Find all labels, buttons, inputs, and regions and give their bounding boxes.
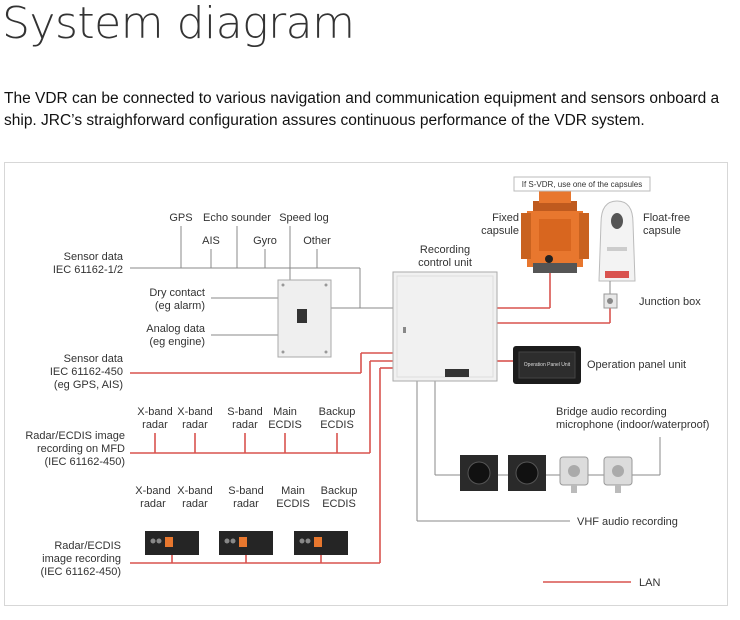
float-free-sub-label: capsule (643, 225, 681, 237)
sensor450-eg-label: (eg GPS, AIS) (54, 379, 123, 391)
operation-panel-unit: Operation Panel Unit (513, 346, 581, 384)
recording-unit-label: Recording (420, 244, 470, 256)
sensor-interface-unit (277, 279, 332, 358)
mfd-source-4-line2: ECDIS (268, 419, 302, 431)
rec-source-2-line2: radar (182, 498, 208, 510)
radar-rec-label: Radar/ECDIS (54, 540, 121, 552)
svdr-note: If S-VDR, use one of the capsules (522, 180, 643, 189)
mfd-source-1-line1: X-band (137, 406, 172, 418)
junction-box (603, 281, 618, 309)
mfd-source-2-line1: X-band (177, 406, 212, 418)
image-recorder-2 (219, 531, 273, 555)
rec-source-5-line2: ECDIS (322, 498, 356, 510)
speaker-box-1 (460, 455, 498, 491)
junction-box-label: Junction box (639, 296, 701, 308)
radar-mfd-label: Radar/ECDIS image (25, 430, 125, 442)
float-free-capsule (598, 200, 636, 282)
analog-data-label: Analog data (146, 323, 206, 335)
recording-control-unit (392, 271, 498, 382)
operation-panel-label: Operation panel unit (587, 359, 686, 371)
speaker-box-2 (508, 455, 546, 491)
dry-contact-label: Dry contact (149, 287, 205, 299)
rec-source-1-line2: radar (140, 498, 166, 510)
image-recorder-1 (145, 531, 199, 555)
mfd-source-4-line1: Main (273, 406, 297, 418)
mfd-source-5-line1: Backup (319, 406, 356, 418)
page-title: System diagram (2, 0, 355, 49)
bridge-audio-label: Bridge audio recording (556, 406, 667, 418)
microphone-indoor (559, 456, 589, 493)
dry-contact-sub-label: (eg alarm) (155, 300, 205, 312)
sensor450-iec-label: IEC 61162-450 (50, 366, 123, 378)
intro-paragraph: The VDR can be connected to various navi… (4, 90, 720, 129)
radar-rec-iec-label: (IEC 61162-450) (40, 566, 121, 578)
diagram-canvas: Operation Panel Unit If S-VDR, use one o… (25, 176, 709, 589)
fixed-capsule-label: Fixed (492, 212, 519, 224)
rec-source-4-line1: Main (281, 485, 305, 497)
gps-label: GPS (169, 212, 192, 224)
sensor-data-iec-label: IEC 61162-1/2 (53, 264, 123, 276)
sensor-data-label: Sensor data (64, 251, 124, 263)
mfd-source-3-line2: radar (232, 419, 258, 431)
microphone-waterproof (603, 456, 633, 493)
bridge-audio-sub-label: microphone (indoor/waterproof) (556, 419, 709, 431)
mfd-source-3-line1: S-band (227, 406, 262, 418)
recording-unit-sub-label: control unit (418, 257, 472, 269)
fixed-capsule-sub-label: capsule (481, 225, 519, 237)
rec-source-5-line1: Backup (321, 485, 358, 497)
analog-data-sub-label: (eg engine) (149, 336, 205, 348)
ais-label: AIS (202, 235, 220, 247)
radar-mfd-iec-label: (IEC 61162-450) (44, 456, 125, 468)
vhf-audio-label: VHF audio recording (577, 516, 678, 528)
rec-source-3-line2: radar (233, 498, 259, 510)
system-diagram: Operation Panel Unit If S-VDR, use one o… (4, 162, 728, 606)
svdr-note-box (513, 176, 651, 192)
speed-log-label: Speed log (279, 212, 329, 224)
sensor450-label: Sensor data (64, 353, 124, 365)
other-label: Other (303, 235, 331, 247)
fixed-capsule (521, 191, 589, 273)
gyro-label: Gyro (253, 235, 277, 247)
radar-rec-sub-label: image recording (42, 553, 121, 565)
lan-legend-label: LAN (639, 577, 660, 589)
float-free-label: Float-free (643, 212, 690, 224)
rec-source-1-line1: X-band (135, 485, 170, 497)
rec-source-2-line1: X-band (177, 485, 212, 497)
mfd-source-2-line2: radar (182, 419, 208, 431)
echo-sounder-label: Echo sounder (203, 212, 271, 224)
radar-mfd-sub-label: recording on MFD (37, 443, 125, 455)
mfd-source-1-line2: radar (142, 419, 168, 431)
mfd-source-5-line2: ECDIS (320, 419, 354, 431)
panel-screen-text: Operation Panel Unit (524, 362, 571, 368)
rec-source-4-line2: ECDIS (276, 498, 310, 510)
image-recorder-3 (294, 531, 348, 555)
lan-connections (130, 271, 631, 583)
rec-source-3-line1: S-band (228, 485, 263, 497)
